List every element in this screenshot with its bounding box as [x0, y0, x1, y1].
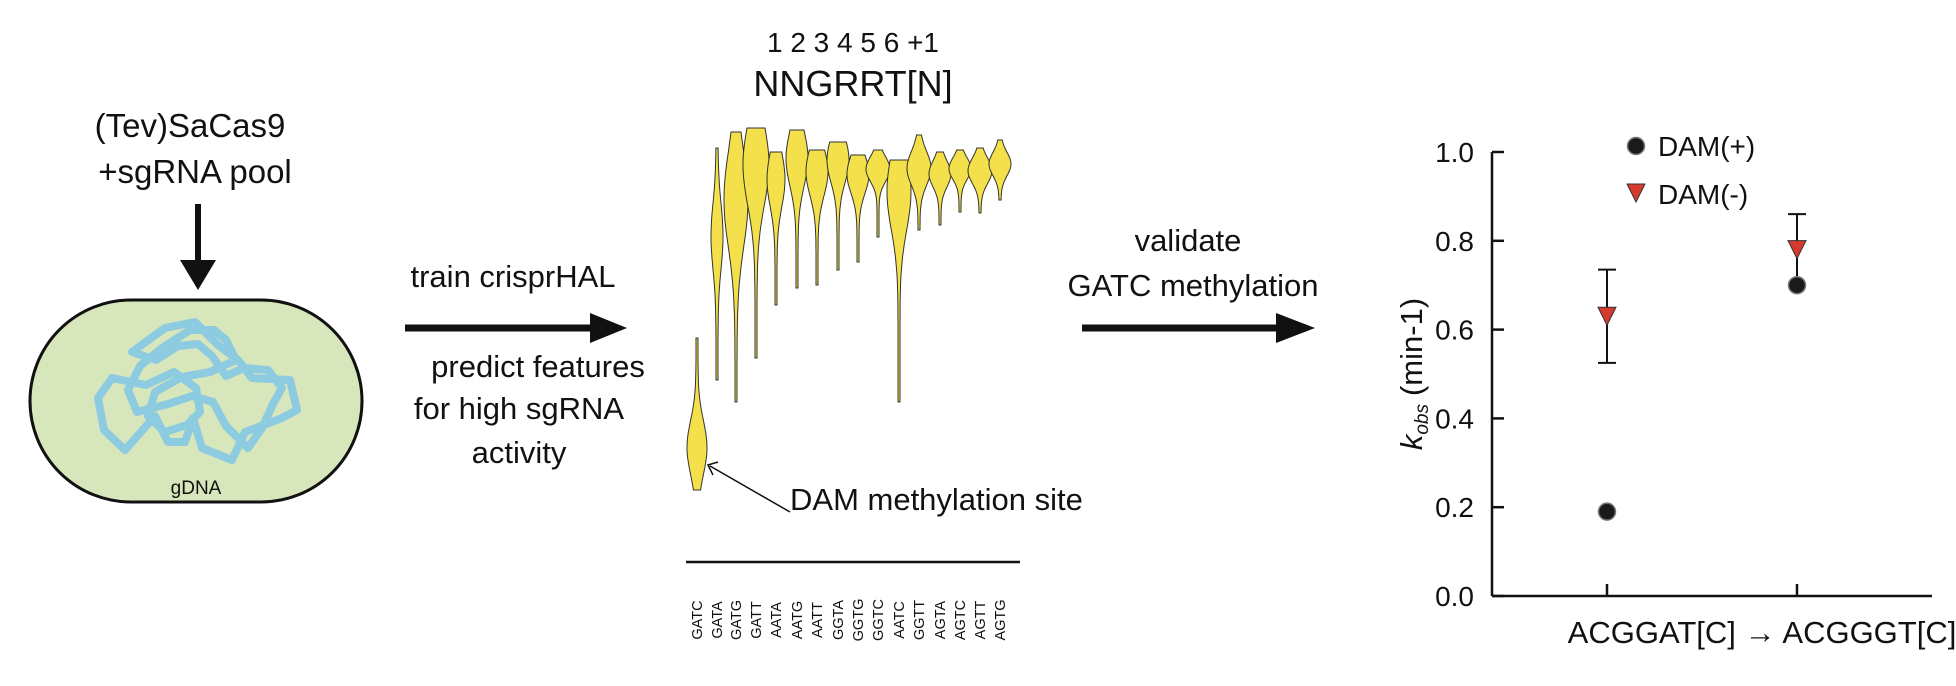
data-points: [1597, 213, 1807, 521]
kobs-chart: 0.0 0.2 0.4 0.6 0.8 1.0 DAM(+) DAM(-) ACGGAT[C…: [1394, 131, 1956, 650]
sequence-label: AGTT: [973, 601, 989, 640]
y-axis-label-unit: (min-1): [1394, 298, 1429, 396]
y-tick-label: 1.0: [1435, 137, 1474, 168]
step1-arrow-head: [590, 313, 627, 343]
violin-agtt: [967, 147, 993, 214]
sequence-label: AATG: [790, 601, 806, 639]
sequence-label: GGTG: [851, 599, 867, 642]
violin-gatt: [742, 127, 770, 359]
validate-line2: GATC methylation: [1068, 268, 1319, 303]
violin-gatg: [723, 131, 749, 403]
violin-ggtt: [906, 134, 932, 231]
position-numbers: 1 2 3 4 5 6 +1: [767, 27, 939, 58]
violin-gata: [710, 147, 724, 381]
violin-ggta: [826, 141, 850, 271]
y-tick-label: 0.2: [1435, 492, 1474, 523]
legend-marker-dam-plus: [1626, 136, 1646, 156]
sequence-label: GATC: [690, 600, 706, 639]
annotation-arrow-head: [706, 461, 719, 476]
sequence-label: AGTA: [933, 600, 949, 639]
motif-label: NNGRRT[N]: [753, 63, 952, 104]
sequence-label: GGTC: [871, 599, 887, 641]
sequence-label: AGTG: [993, 599, 1009, 640]
cell-title-line1: (Tev)SaCas9: [95, 107, 286, 144]
predict-line1: predict features: [431, 349, 645, 384]
violin-aata: [766, 151, 786, 306]
train-label: train crisprHAL: [411, 259, 616, 294]
chart-legend: DAM(+) DAM(-): [1626, 131, 1755, 210]
y-tick-label: 0.6: [1435, 315, 1474, 346]
y-axis-label-k: k: [1394, 433, 1429, 450]
violin-aatt: [805, 149, 829, 286]
sequence-label: AATA: [769, 602, 785, 638]
step2-panel: validate GATC methylation: [1068, 223, 1319, 343]
x-axis-label: ACGGAT[C] → ACGGGT[C]: [1568, 615, 1956, 650]
annotation-arrow-line: [709, 465, 791, 513]
legend-marker-dam-minus: [1626, 183, 1646, 204]
violin-agta: [928, 151, 952, 226]
violin-gatc: [686, 337, 708, 491]
predict-line2: for high sgRNA: [414, 391, 625, 426]
sequence-label: AGTC: [953, 600, 969, 640]
y-axis-label-subscript: obs: [1412, 404, 1433, 435]
predict-line3: activity: [472, 435, 567, 470]
violin-ggtg: [846, 154, 870, 263]
cell-panel: (Tev)SaCas9 +sgRNA pool gDNA: [28, 107, 364, 504]
violin-ggtc: [865, 149, 891, 238]
down-arrow-head: [180, 260, 216, 290]
point-dam-plus: [1787, 275, 1807, 295]
sequence-label: GATG: [729, 600, 745, 640]
step1-panel: train crisprHAL predict features for hig…: [405, 259, 645, 470]
cell-title-line2: +sgRNA pool: [98, 153, 292, 190]
violin-group: [686, 127, 1012, 491]
violin-aatg: [785, 129, 809, 289]
y-tick-label: 0.8: [1435, 226, 1474, 257]
sequence-label: GGTT: [912, 600, 928, 640]
sequence-label: GATT: [749, 601, 765, 639]
legend-label-dam-plus: DAM(+): [1658, 131, 1755, 162]
gdna-loop-icon: [94, 318, 301, 464]
y-axis-label: kobs (min-1): [1394, 298, 1433, 450]
sequence-label: GATA: [710, 601, 726, 639]
point-dam-plus: [1597, 502, 1617, 521]
point-dam-minus: [1597, 306, 1617, 327]
dam-annotation: DAM methylation site: [790, 482, 1083, 517]
step2-arrow-head: [1276, 313, 1315, 343]
violin-agtg: [988, 139, 1012, 201]
violin-aatc: [886, 159, 912, 403]
x-ticks: [1605, 584, 1799, 596]
y-ticks: 0.0 0.2 0.4 0.6 0.8 1.0: [1435, 137, 1504, 612]
y-tick-label: 0.4: [1435, 403, 1474, 434]
y-tick-label: 0.0: [1435, 581, 1474, 612]
validate-line1: validate: [1135, 223, 1242, 258]
sequence-label: AATC: [892, 601, 908, 639]
sequence-label: GGTA: [831, 600, 847, 640]
violin-agtc: [948, 149, 972, 213]
sequence-label: AATT: [810, 602, 826, 638]
gdna-label: gDNA: [171, 478, 222, 499]
legend-label-dam-minus: DAM(-): [1658, 179, 1748, 210]
point-dam-minus: [1787, 240, 1807, 260]
